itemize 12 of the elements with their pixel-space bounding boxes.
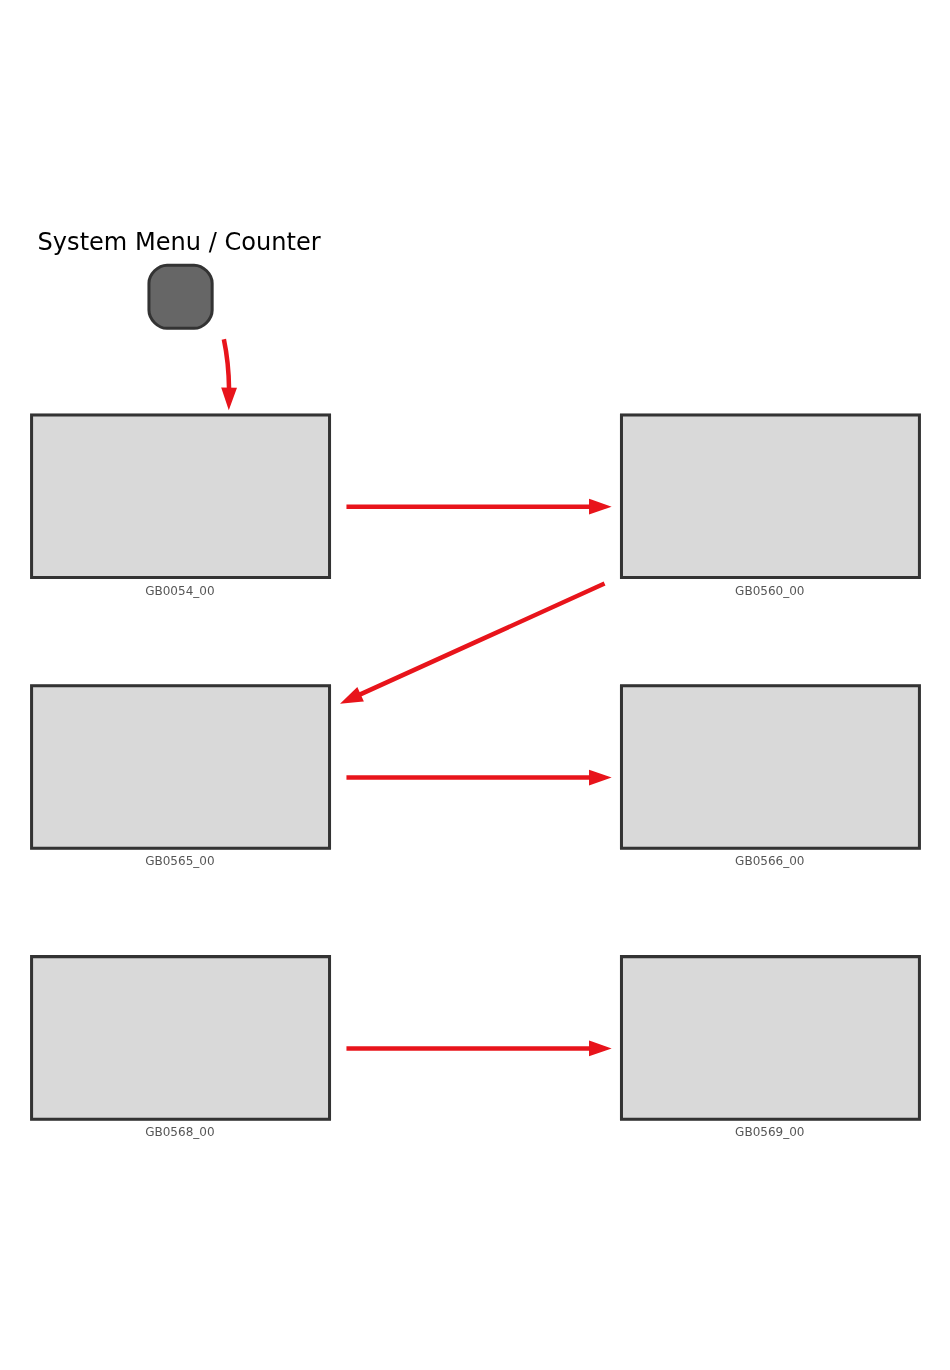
- arrow: [345, 498, 612, 515]
- node-label: GB0568_00: [144, 1125, 215, 1140]
- node-label: GB0054_00: [144, 583, 215, 598]
- arrow: [339, 581, 605, 704]
- node-label: System Menu / Counter: [37, 227, 321, 256]
- node-label: GB0569_00: [734, 1125, 805, 1140]
- arrow: [345, 1040, 612, 1057]
- node-label: GB0566_00: [734, 854, 805, 869]
- node-label: GB0565_00: [144, 854, 215, 869]
- arrow: [220, 338, 237, 411]
- arrow: [345, 769, 612, 786]
- node-label: GB0560_00: [734, 583, 805, 598]
